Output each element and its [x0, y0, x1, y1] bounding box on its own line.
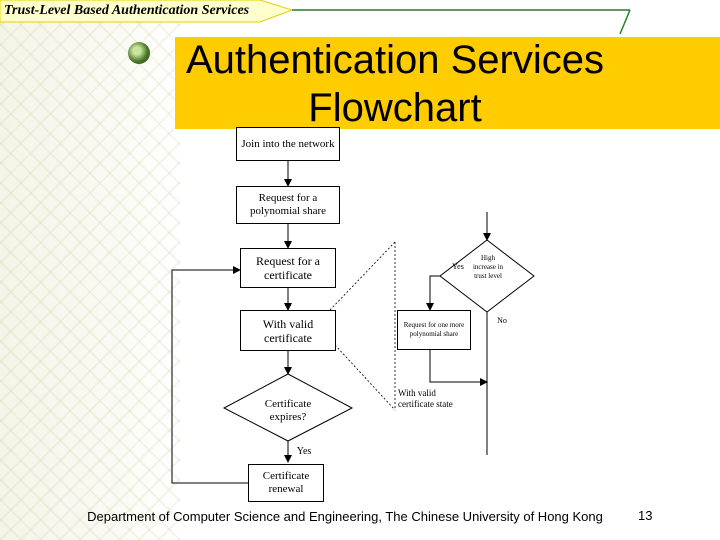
certificate-renewal-box: Certificate renewal [248, 464, 324, 502]
title-band [175, 37, 720, 129]
slide-title-line1: Authentication Services [185, 38, 604, 82]
request-one-more-share-box: Request for one more polynomial share [397, 310, 471, 350]
request-polynomial-share-box: Request for a polynomial share [236, 186, 340, 224]
background-texture [0, 0, 180, 540]
page-number: 13 [638, 508, 653, 523]
join-network-box: Join into the network [236, 127, 340, 161]
request-certificate-box: Request for a certificate [240, 248, 336, 288]
slide-title: Authentication Services Flowchart [175, 36, 615, 132]
bullet-globe-icon [128, 42, 150, 64]
slide-title-line2: Flowchart [308, 86, 482, 130]
course-title: Trust-Level Based Authentication Service… [4, 3, 250, 18]
valid-certificate-state-label: With valid certificate state [398, 388, 453, 409]
high-increase-trust-label: High increase in trust level [472, 254, 504, 280]
footer-department: Department of Computer Science and Engin… [87, 509, 603, 524]
no-label-right: No [497, 316, 507, 325]
yes-label-right: Yes [452, 262, 464, 271]
certificate-expires-label: Certificate expires? [264, 398, 312, 423]
valid-certificate-box: With valid certificate [240, 310, 336, 351]
header-bar [0, 0, 631, 35]
yes-label-bottom: Yes [296, 446, 312, 457]
